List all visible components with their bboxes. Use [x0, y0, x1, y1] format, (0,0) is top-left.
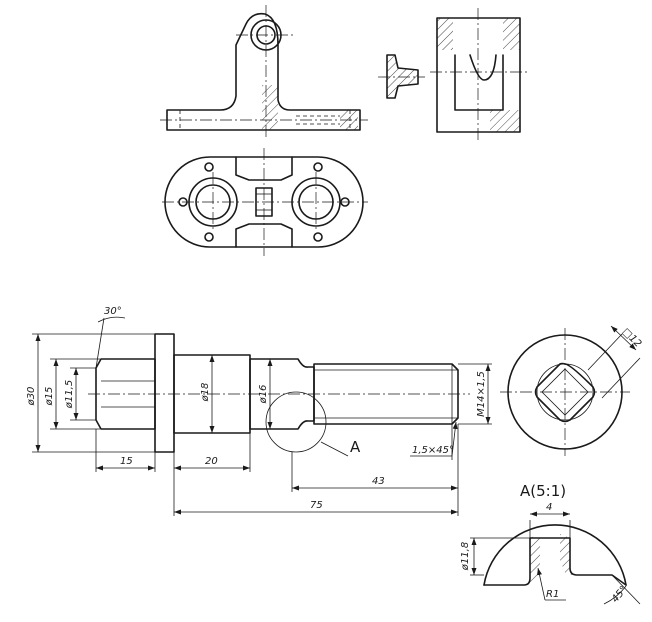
- view-mark-a: A: [350, 438, 361, 456]
- shaft-end-view: □12: [500, 325, 643, 456]
- detail-dim-r1: R1: [546, 589, 559, 600]
- shaft-dimensions: [32, 316, 492, 516]
- rotated-section-t: [378, 54, 425, 99]
- detail-dim-dia-11-8: ø11,8: [460, 542, 471, 571]
- dim-dia-16: ø16: [258, 385, 269, 405]
- dim-thread: M14×1,5: [476, 371, 487, 417]
- bracket-side-section: [430, 8, 528, 140]
- bracket-plan-view: [162, 148, 368, 256]
- dim-dia-15: ø15: [44, 387, 55, 407]
- dim-dia-30: ø30: [26, 387, 37, 407]
- dim-dia-11-5: ø11,5: [64, 380, 75, 409]
- bracket-front-view: [160, 5, 368, 138]
- dim-dia-18: ø18: [200, 383, 211, 403]
- detail-view-a: A(5:1) 4 ø11,8 R1 45°: [460, 482, 641, 605]
- shaft-side-view: [88, 333, 470, 457]
- dim-30-degree: 30°: [104, 306, 122, 317]
- detail-title: A(5:1): [520, 482, 566, 500]
- dim-length-20: 20: [205, 456, 218, 467]
- shaft-dimension-texts: 30° ø30 ø15 ø11,5 ø18 ø16 M14×1,5 1,5×45…: [26, 306, 487, 511]
- dim-length-75: 75: [310, 500, 323, 511]
- dim-length-43: 43: [372, 476, 385, 487]
- dim-length-15: 15: [120, 456, 133, 467]
- detail-dim-45-degree: 45°: [610, 584, 630, 605]
- detail-dim-4: 4: [546, 502, 552, 513]
- dim-chamfer: 1,5×45°: [412, 445, 454, 456]
